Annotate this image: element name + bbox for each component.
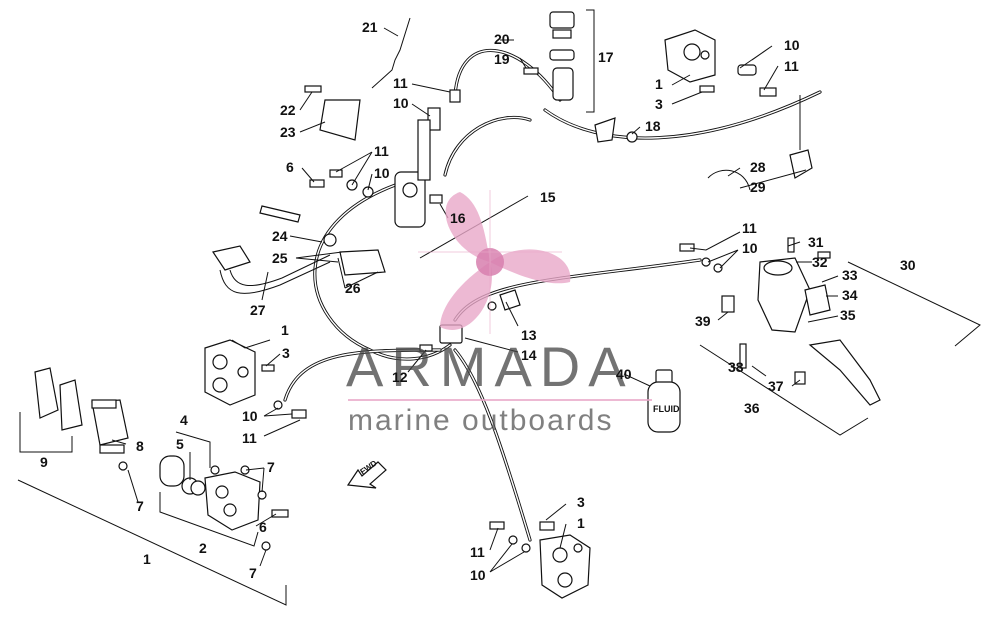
- callout-label: 33: [842, 267, 858, 283]
- callout-label: 2: [199, 540, 207, 556]
- brake-pedal: [212, 245, 386, 294]
- callout-label: 1: [143, 551, 151, 567]
- callout-labels: 21 20 19 17 10 11 1 3 22 23 11 10 18 6 1…: [40, 19, 916, 583]
- brake-pads: [34, 367, 83, 431]
- callout-label: 22: [280, 102, 296, 118]
- callout-label: 4: [180, 412, 188, 428]
- callout-label: 1: [655, 76, 663, 92]
- callout-label: 9: [40, 454, 48, 470]
- callout-label: 34: [842, 287, 858, 303]
- parts: FLUID FWD: [34, 11, 881, 599]
- fwd-arrow: FWD: [346, 458, 387, 489]
- callout-label: 26: [345, 280, 361, 296]
- callout-label: 6: [259, 519, 267, 535]
- callout-label: 7: [267, 459, 275, 475]
- fluid-label: FLUID: [653, 404, 680, 414]
- caliper-exploded: [204, 465, 289, 551]
- callout-label: 10: [470, 567, 486, 583]
- callout-label: 8: [136, 438, 144, 454]
- callout-label: 15: [540, 189, 556, 205]
- callout-label: 5: [176, 436, 184, 452]
- watermark-brand: ARMADA: [346, 335, 634, 398]
- callout-label: 10: [784, 37, 800, 53]
- callout-label: 37: [768, 378, 784, 394]
- callout-label: 11: [742, 220, 757, 236]
- callout-label: 29: [750, 179, 766, 195]
- callout-label: 11: [393, 75, 408, 91]
- watermark-tagline: marine outboards: [348, 404, 613, 437]
- callout-label: 20: [494, 31, 510, 47]
- armada-watermark: ARMADA marine outboards: [346, 190, 652, 437]
- callout-label: 10: [393, 95, 409, 111]
- callout-label: 11: [470, 544, 485, 560]
- reservoir: [549, 11, 575, 101]
- callout-label: 10: [242, 408, 258, 424]
- callout-label: 7: [249, 565, 257, 581]
- callout-label: 1: [281, 322, 289, 338]
- handlebar-master-cylinder: [679, 237, 881, 406]
- callout-label: 10: [374, 165, 390, 181]
- propeller-logo-icon: [418, 190, 571, 334]
- callout-label: 6: [286, 159, 294, 175]
- callout-label: 11: [242, 430, 257, 446]
- leader-lines: [17, 9, 981, 606]
- callout-label: 24: [272, 228, 288, 244]
- callout-label: 18: [645, 118, 661, 134]
- callout-label: 17: [598, 49, 614, 65]
- callout-label: 27: [250, 302, 266, 318]
- callout-label: 28: [750, 159, 766, 175]
- callout-label: 3: [577, 494, 585, 510]
- caliper-left: [204, 339, 307, 419]
- callout-label: 39: [695, 313, 711, 329]
- callout-label: 3: [282, 345, 290, 361]
- brake-fluid-bottle: FLUID: [647, 369, 681, 433]
- callout-label: 31: [808, 234, 824, 250]
- callout-label: 12: [392, 369, 408, 385]
- spring-21: [371, 17, 411, 89]
- callout-label: 30: [900, 257, 916, 273]
- callout-label: 40: [616, 366, 632, 382]
- callout-label: 11: [784, 58, 799, 74]
- caliper-bottom: [489, 521, 591, 599]
- callout-label: 38: [728, 359, 744, 375]
- callout-label: 10: [742, 240, 758, 256]
- callout-label: 14: [521, 347, 537, 363]
- callout-label: 16: [450, 210, 466, 226]
- callout-label: 32: [812, 254, 828, 270]
- callout-label: 21: [362, 19, 378, 35]
- callout-label: 7: [136, 498, 144, 514]
- callout-label: 1: [577, 515, 585, 531]
- callout-label: 3: [655, 96, 663, 112]
- callout-label: 19: [494, 51, 510, 67]
- callout-label: 25: [272, 250, 288, 266]
- callout-label: 36: [744, 400, 760, 416]
- callout-label: 11: [374, 143, 389, 159]
- callout-label: 35: [840, 307, 856, 323]
- caliper-top-right: [664, 29, 777, 97]
- callout-label: 23: [280, 124, 296, 140]
- callout-label: 13: [521, 327, 537, 343]
- pedal-master-cylinder: [309, 119, 443, 228]
